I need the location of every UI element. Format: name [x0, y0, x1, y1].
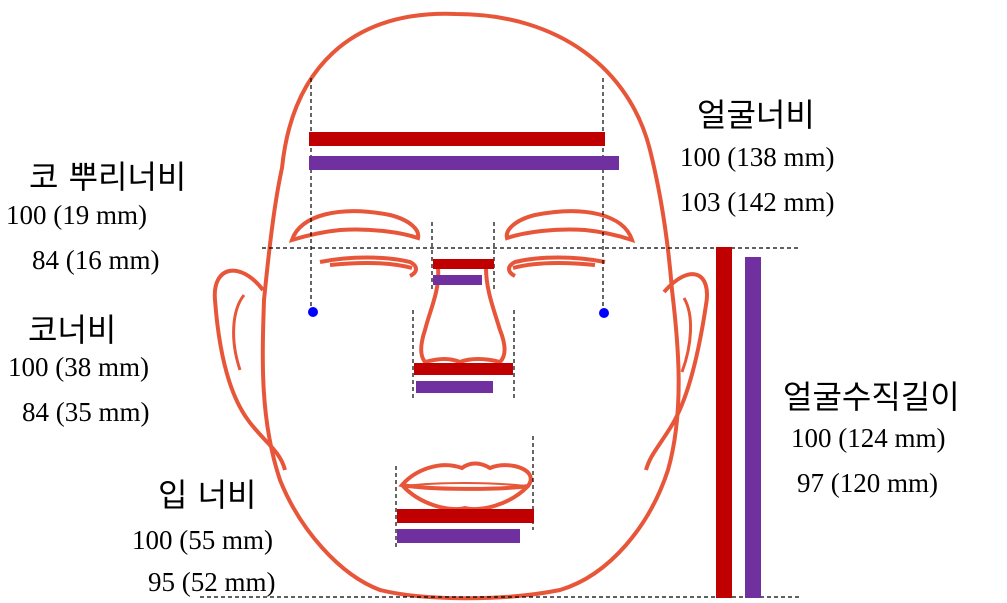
- face-width-secondary-bar: [309, 156, 619, 170]
- nose-width-label: 코너비: [28, 305, 116, 351]
- face-width-label: 얼굴너비: [697, 90, 815, 136]
- nose-width-primary-value: 100 (38 mm): [8, 352, 149, 383]
- right-ear-inner: [682, 298, 691, 372]
- right-eyebrow: [507, 211, 632, 240]
- face-vertical-length-secondary-value: 97 (120 mm): [797, 468, 938, 499]
- nasal-root-width-label: 코 뿌리너비: [29, 152, 186, 198]
- right-ear: [646, 274, 707, 470]
- mouth-width-primary-value: 100 (55 mm): [132, 525, 273, 556]
- face-width-secondary-value: 103 (142 mm): [680, 187, 835, 218]
- face-vertical-length-label: 얼굴수직길이: [783, 372, 960, 418]
- face-length-primary-bar: [716, 247, 732, 598]
- nasal-root-width-secondary-value: 84 (16 mm): [32, 245, 160, 276]
- nasal-root-primary-bar: [433, 259, 494, 269]
- nasal-root-secondary-bar: [433, 275, 482, 285]
- left-ear-inner: [234, 295, 244, 370]
- left-eye: [320, 258, 416, 277]
- nose-width-secondary-value: 84 (35 mm): [22, 397, 150, 428]
- right-landmark-dot: [599, 308, 609, 318]
- nasal-root-width-primary-value: 100 (19 mm): [6, 200, 147, 231]
- nose-width-primary-bar: [414, 363, 513, 375]
- mouth-width-secondary-bar: [397, 529, 520, 543]
- right-eye: [509, 258, 605, 277]
- nose-width-secondary-bar: [416, 381, 493, 393]
- face-width-primary-value: 100 (138 mm): [680, 142, 835, 173]
- left-landmark-dot: [308, 307, 318, 317]
- mouth-width-secondary-value: 95 (52 mm): [148, 567, 276, 598]
- face-vertical-length-primary-value: 100 (124 mm): [791, 423, 946, 454]
- face-length-secondary-bar: [745, 257, 761, 598]
- left-ear: [215, 271, 285, 470]
- mouth-width-primary-bar: [397, 509, 534, 523]
- mouth-width-label: 입 너비: [158, 470, 257, 516]
- face-width-primary-bar: [309, 132, 605, 146]
